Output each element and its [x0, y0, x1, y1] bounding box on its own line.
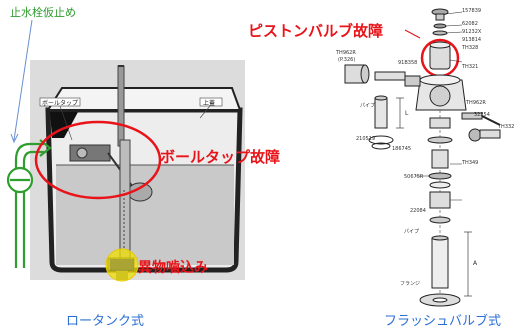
part-label: 91232X: [462, 29, 482, 35]
part-label: 32254: [474, 112, 490, 118]
part-label: (P.326): [338, 57, 356, 63]
part-label: 91B358: [398, 60, 418, 66]
piston-fault-label: ピストンバルブ故障: [248, 22, 384, 40]
part-label: 210519: [356, 136, 376, 142]
dimension-label-a: A: [473, 260, 478, 267]
balltap-fault-label: ボールタップ故障: [160, 148, 281, 166]
lid-part-label: 上蓋: [203, 100, 216, 107]
part-label: 50675R: [404, 174, 424, 180]
part-label: 186745: [392, 146, 412, 152]
shutoff-valve-label: 止水栓仮止め: [10, 6, 76, 19]
part-label: TH321: [462, 64, 479, 70]
part-label: 913814: [462, 37, 482, 43]
dimension-label-l: L: [405, 110, 409, 117]
part-label: 22084: [410, 208, 426, 214]
part-label: TH962R: [466, 100, 486, 106]
ball-tap-part-label: ボールタップ: [42, 100, 79, 107]
part-label: TH962R: [336, 50, 356, 56]
part-label: TH332: [498, 124, 515, 130]
part-label: フランジ: [400, 281, 421, 287]
part-label: TH349: [462, 160, 479, 166]
low-tank-caption: ロータンク式: [66, 314, 145, 329]
debris-label: 異物噛込み: [138, 260, 208, 276]
part-label: パイプ: [360, 103, 376, 109]
part-label: TH328: [462, 45, 479, 51]
flush-valve-caption: フラッシュバルブ式: [384, 314, 502, 329]
part-label: 157839: [462, 8, 482, 14]
part-label: パイプ: [404, 229, 420, 235]
part-label: 62082: [462, 21, 478, 27]
